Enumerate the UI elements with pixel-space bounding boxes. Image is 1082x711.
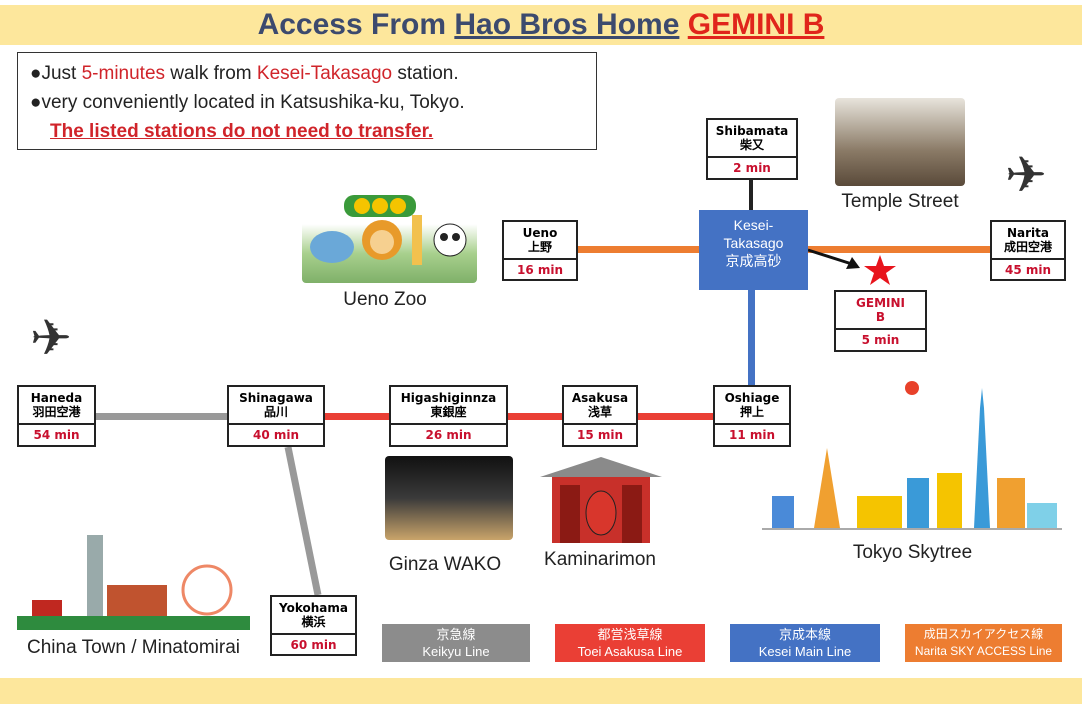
legend-narita-sky-access: 成田スカイアクセス線 Narita SKY ACCESS Line: [905, 624, 1062, 662]
station-time: 26 min: [425, 428, 472, 442]
station-time: 15 min: [576, 428, 624, 442]
tokyo-skytree-label: Tokyo Skytree: [852, 542, 973, 563]
station-name: Asakusa: [571, 391, 629, 405]
t: 5-minutes: [81, 63, 166, 84]
info-line-1: ●Just 5-minutes walk from Kesei-Takasago…: [30, 59, 584, 88]
legend-en: Narita SKY ACCESS Line: [914, 644, 1053, 658]
info-line-2: ●very conveniently located in Katsushika…: [30, 92, 465, 113]
ginza-wako-label: Ginza WAKO: [388, 554, 502, 575]
station-name: Oshiage: [724, 391, 780, 405]
station-time: 11 min: [728, 428, 776, 442]
t: walk from: [165, 63, 257, 84]
legend-keikyu: 京急線 Keikyu Line: [382, 624, 530, 662]
title-brand: Hao Bros Home: [454, 8, 680, 41]
airplane-icon-haneda: ✈: [30, 310, 72, 366]
china-town-label: China Town / Minatomirai: [27, 637, 240, 658]
station-name: Ueno: [522, 226, 558, 240]
station-name-jp: 柴又: [739, 138, 764, 152]
asakusa-line-seg: [508, 413, 562, 420]
tokyo-skytree-illustration: [762, 378, 1062, 530]
station-name: Shibamata: [715, 124, 789, 138]
station-name: Haneda: [30, 391, 83, 405]
ueno-zoo-illustration: [302, 185, 477, 283]
kaminarimon-illustration: [540, 455, 662, 545]
station-time: 2 min: [733, 161, 771, 175]
legend-en: Toei Asakusa Line: [577, 644, 683, 659]
china-town-illustration: [17, 530, 250, 630]
legend-jp: 成田スカイアクセス線: [923, 627, 1044, 641]
info-line-3: The listed stations do not need to trans…: [50, 121, 434, 142]
kesei-main-line: [748, 290, 755, 385]
asakusa-line-seg: [325, 413, 389, 420]
narita-access-line-east: [808, 246, 990, 253]
station-name: Shinagawa: [239, 391, 313, 405]
station-name-jp: 羽田空港: [32, 405, 81, 419]
station-name-jp: 東銀座: [430, 405, 467, 419]
station-name-jp: 横浜: [301, 615, 326, 629]
station-time: 40 min: [252, 428, 300, 442]
t: Kesei-Takasago: [256, 63, 393, 84]
airplane-icon-narita: ✈: [1005, 147, 1047, 203]
temple-street-photo: [835, 98, 965, 186]
keikyu-line: [96, 413, 227, 420]
station-name: GEMINI: [856, 296, 905, 310]
station-name: Higashiginnza: [400, 391, 497, 405]
station-name-jp: 上野: [527, 240, 552, 254]
hub-name: Takasago: [723, 235, 784, 251]
temple-street-label: Temple Street: [841, 191, 959, 212]
legend-kesei-main: 京成本線 Kesei Main Line: [730, 624, 880, 662]
legend-jp: 都営浅草線: [597, 627, 663, 642]
station-name-jp: 成田空港: [1003, 240, 1052, 254]
station-time: 54 min: [33, 428, 80, 442]
station-time: 16 min: [516, 263, 564, 277]
t: ●Just: [30, 63, 82, 84]
info-box: ●Just 5-minutes walk from Kesei-Takasago…: [17, 52, 597, 150]
asakusa-line-seg: [638, 413, 713, 420]
hub-station-kesei-takasago: Kesei- Takasago 京成高砂: [699, 210, 808, 290]
station-time: 45 min: [1004, 263, 1052, 277]
ginza-wako-photo: [385, 456, 513, 540]
kaminarimon-label: Kaminarimon: [544, 549, 656, 570]
page-title: Access From Hao Bros Home GEMINI B: [0, 8, 1082, 42]
footer-banner: [0, 678, 1082, 704]
legend-jp: 京急線: [436, 627, 476, 642]
station-time: 60 min: [290, 638, 337, 652]
legend-jp: 京成本線: [778, 627, 831, 642]
station-name-jp: B: [875, 310, 886, 324]
station-name: Yokohama: [279, 601, 348, 615]
title-property: GEMINI B: [687, 8, 825, 41]
t: station.: [392, 63, 459, 84]
ueno-zoo-label: Ueno Zoo: [343, 289, 427, 310]
legend-en: Keikyu Line: [422, 644, 490, 659]
shibamata-line: [749, 180, 753, 210]
station-name-jp: 押上: [739, 405, 764, 419]
hub-name-jp: 京成高砂: [725, 253, 782, 269]
hub-name: Kesei-: [733, 217, 774, 233]
station-name-jp: 浅草: [587, 405, 612, 419]
station-name: Narita: [1006, 226, 1049, 240]
title-part: Access From: [257, 8, 455, 41]
title-banner: [0, 5, 1082, 45]
legend-toei-asakusa: 都営浅草線 Toei Asakusa Line: [555, 624, 705, 662]
narita-access-line-west: [578, 246, 699, 253]
legend-en: Kesei Main Line: [758, 644, 852, 659]
station-name-jp: 品川: [263, 405, 288, 419]
station-time: 5 min: [861, 333, 900, 347]
